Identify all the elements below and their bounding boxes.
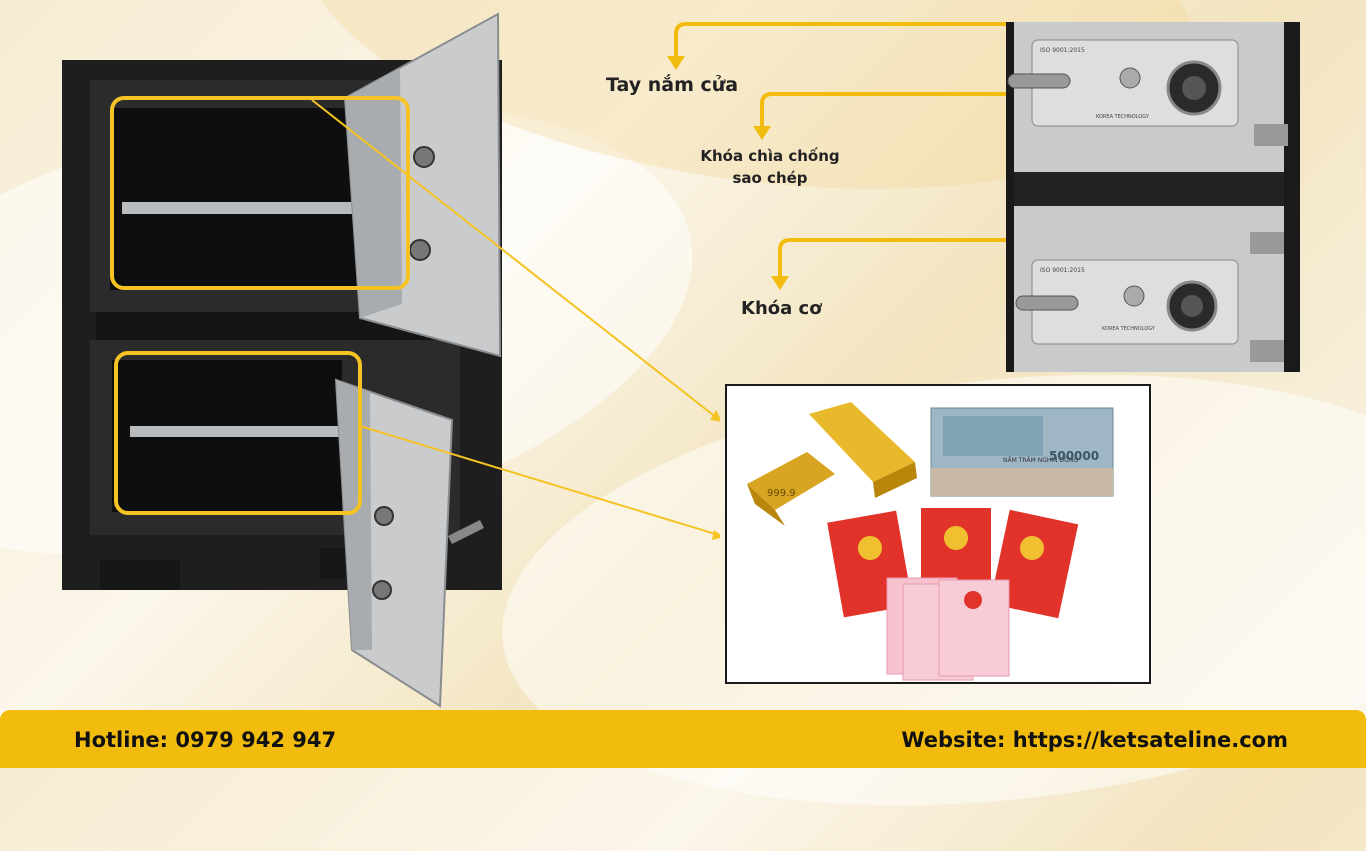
door-bolt: [374, 506, 394, 526]
valuables-panel: 999.9 NĂM TRĂM NGHÌN ĐỒNG 500000: [725, 384, 1151, 684]
upper-dial-knob: [1182, 76, 1206, 100]
hinge: [1254, 124, 1288, 146]
valuables-illustration: 999.9 NĂM TRĂM NGHÌN ĐỒNG 500000: [747, 402, 1114, 681]
door-bolt: [413, 146, 435, 168]
lock-closeup-photo: ISO 9001:2015 ISO 9001:2015 KOREA TECHNO…: [1006, 22, 1300, 372]
pointer-line: [359, 425, 720, 537]
gold-bar-side: [873, 462, 917, 498]
lower-handle: [1015, 295, 1079, 311]
gold-bar-side: [747, 484, 785, 526]
label-key-lock-line1: Khóa chìa chống: [700, 147, 840, 165]
emblem-icon: [858, 536, 882, 560]
label-key-lock-line2: sao chép: [732, 169, 808, 187]
arrow-key-lock: [760, 92, 1128, 130]
footer-website[interactable]: Website: https://ketsateline.com: [901, 728, 1288, 752]
hinge: [1250, 232, 1284, 254]
emblem-icon: [964, 591, 982, 609]
door-handle: [448, 520, 484, 544]
label-door-handle: Tay nắm cửa: [606, 74, 739, 96]
door-bolt: [372, 580, 392, 600]
lower-door-edge: [336, 380, 372, 650]
banknote-value: 500000: [1049, 449, 1099, 463]
lower-key-lock: [1123, 285, 1145, 307]
upper-shelf: [122, 202, 362, 214]
land-certificate-red: [989, 509, 1079, 619]
lower-dial-knob: [1181, 295, 1203, 317]
door-gap: [1014, 172, 1284, 206]
upper-key-lock: [1119, 67, 1141, 89]
emblem-icon: [1020, 536, 1044, 560]
lower-compartment-highlight: [114, 351, 362, 515]
pointer-arrowhead: [710, 410, 720, 422]
arrow-mechanical-lock-head: [771, 276, 789, 290]
iso-mark-top: ISO 9001:2015: [1040, 47, 1085, 54]
arrow-handle-head: [667, 56, 685, 70]
upper-door-edge: [345, 68, 402, 318]
safe-foot-left: [100, 560, 180, 590]
upper-compartment-highlight: [110, 96, 410, 290]
label-mechanical-lock: Khóa cơ: [741, 298, 822, 319]
banknote-image: [943, 416, 1043, 456]
gold-purity-mark: 999.9: [767, 488, 796, 499]
upper-interior: [110, 108, 360, 290]
arrow-key-lock-head: [753, 126, 771, 140]
hinge: [1250, 340, 1284, 362]
gold-bar: [747, 452, 835, 510]
banknote-stack-edge: [931, 468, 1113, 496]
upper-handle: [1007, 73, 1071, 89]
banknote-text: NĂM TRĂM NGHÌN ĐỒNG: [1003, 455, 1078, 464]
lock-closeup-drawing: ISO 9001:2015 ISO 9001:2015 KOREA TECHNO…: [1007, 22, 1288, 372]
footer-hotline[interactable]: Hotline: 0979 942 947: [74, 728, 337, 752]
brand-mark-top: KOREA TECHNOLOGY: [1096, 114, 1150, 120]
pointer-arrowhead: [712, 530, 720, 540]
gold-bar: [809, 402, 915, 482]
footer-bar: Hotline: 0979 942 947 Website: https://k…: [0, 710, 1366, 768]
brand-mark-bottom: KOREA TECHNOLOGY: [1102, 326, 1156, 332]
emblem-icon: [944, 526, 968, 550]
lower-shelf: [130, 426, 342, 437]
label-anti-copy-key-lock: Khóa chìa chống sao chép: [690, 145, 850, 189]
safe-open-illustration: [62, 12, 720, 708]
pointer-line: [311, 99, 720, 422]
iso-mark-bottom: ISO 9001:2015: [1040, 267, 1085, 274]
